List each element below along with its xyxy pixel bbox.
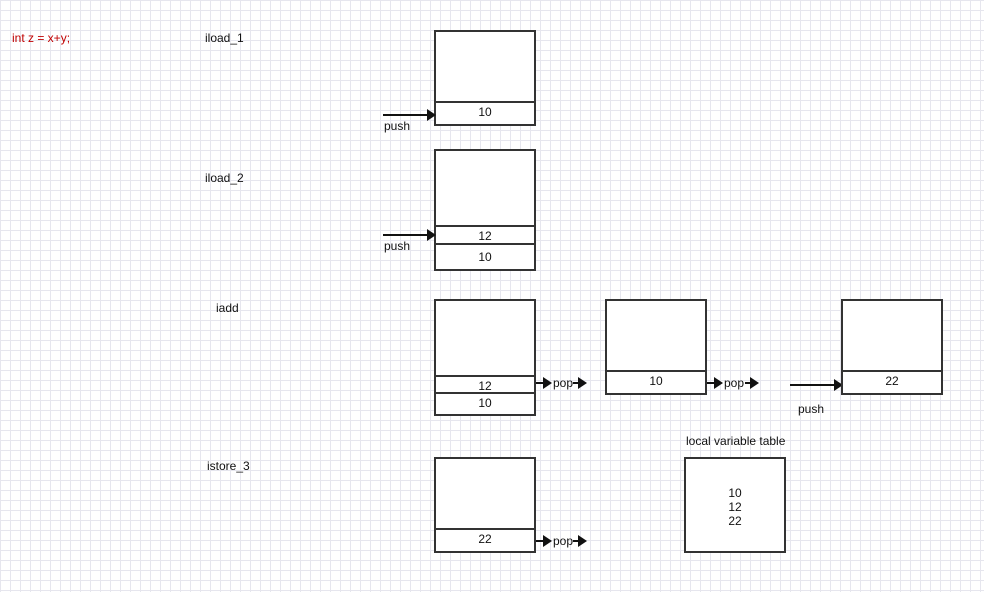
instruction-iload-2: iload_2 <box>205 171 244 185</box>
operand-stack-istore-3: 22 <box>434 457 536 553</box>
pop-label: pop <box>553 534 574 548</box>
local-variable-table-title: local variable table <box>686 434 786 448</box>
stack-cell: 12 <box>436 225 534 247</box>
instruction-iadd: iadd <box>216 301 239 315</box>
stack-cell: 22 <box>843 370 941 393</box>
local-variable-value: 12 <box>728 500 742 514</box>
stack-cell: 22 <box>436 528 534 551</box>
local-variable-value: 22 <box>728 514 742 528</box>
push-arrow <box>383 109 436 121</box>
source-code-label: int z = x+y; <box>12 31 71 45</box>
operand-stack-iadd-middle: 10 <box>605 299 707 395</box>
stack-cell: 10 <box>436 243 534 269</box>
stack-cell: 10 <box>436 101 534 124</box>
push-arrow <box>383 229 436 241</box>
pop-line <box>536 377 552 389</box>
push-label: push <box>798 402 825 416</box>
push-label: push <box>384 119 411 133</box>
pop-arrow <box>573 535 587 547</box>
stack-cell: 12 <box>436 375 534 397</box>
local-variable-value: 10 <box>728 486 742 500</box>
stack-cell: 10 <box>436 392 534 414</box>
pop-arrow <box>745 377 759 389</box>
pop-label: pop <box>724 376 745 390</box>
pop-line <box>707 377 723 389</box>
pop-label: pop <box>553 376 574 390</box>
operand-stack-iload-2: 12 10 <box>434 149 536 271</box>
push-arrow <box>790 379 843 391</box>
local-variable-values: 10 12 22 <box>686 486 784 528</box>
operand-stack-iload-1: 10 <box>434 30 536 126</box>
stack-cell: 10 <box>607 370 705 393</box>
instruction-iload-1: iload_1 <box>205 31 244 45</box>
pop-line <box>536 535 552 547</box>
pop-arrow <box>573 377 587 389</box>
instruction-istore-3: istore_3 <box>207 459 250 473</box>
operand-stack-iadd-after: 22 <box>841 299 943 395</box>
local-variable-table: 10 12 22 <box>684 457 786 553</box>
push-label: push <box>384 239 411 253</box>
operand-stack-iadd-before: 12 10 <box>434 299 536 416</box>
